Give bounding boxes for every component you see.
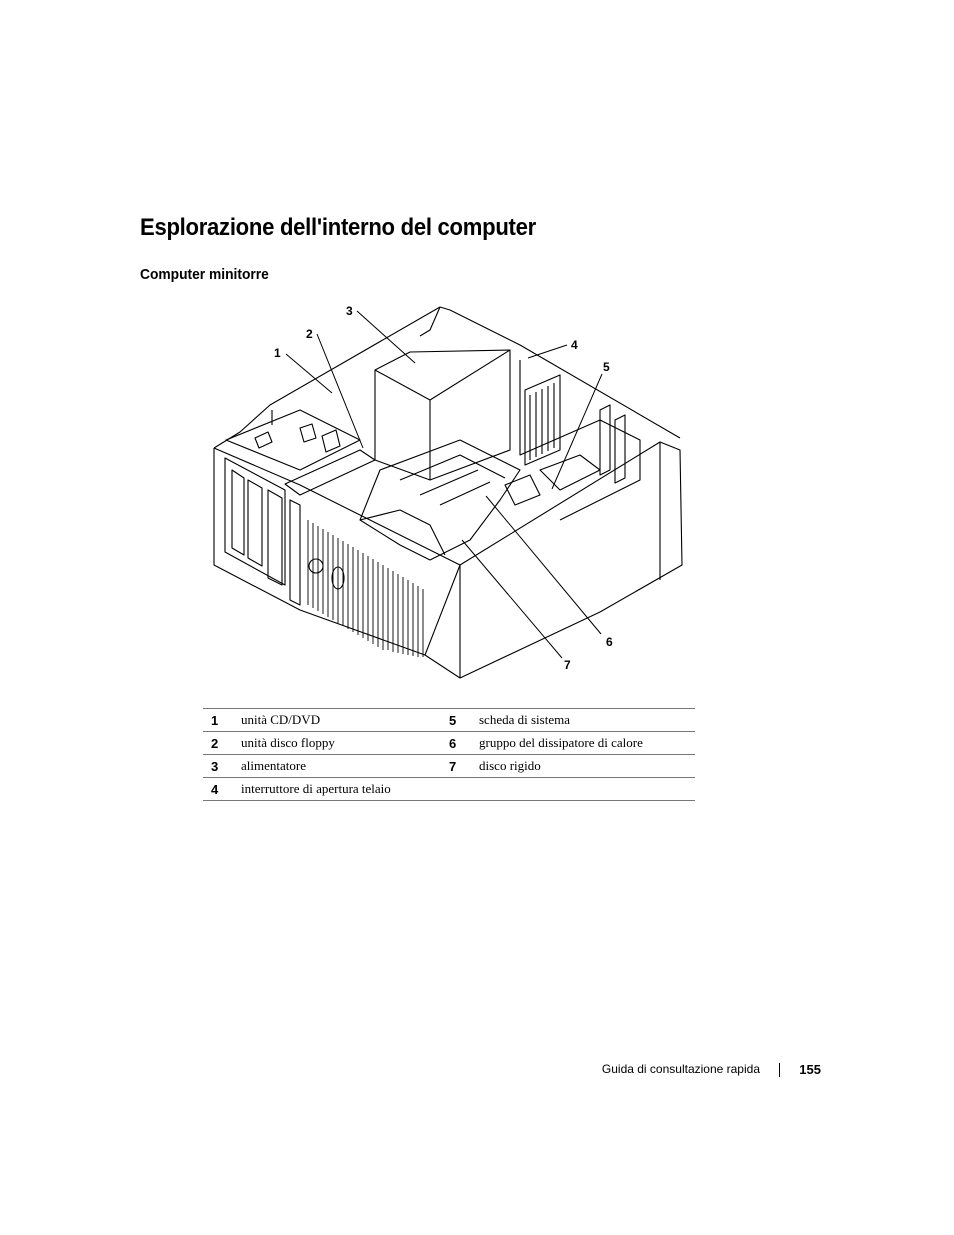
legend-table: 1 unità CD/DVD 5 scheda di sistema 2 uni… (203, 708, 695, 801)
legend-label: interruttore di apertura telaio (241, 777, 441, 801)
legend-row: 3 alimentatore 7 disco rigido (203, 754, 695, 778)
legend-number (441, 777, 479, 801)
minitower-drawing: 1 2 3 4 5 6 7 (213, 304, 683, 679)
page-number: 155 (799, 1062, 821, 1077)
page-footer: Guida di consultazione rapida 155 (560, 1062, 822, 1080)
legend-row: 4 interruttore di apertura telaio (203, 777, 695, 801)
legend-label: unità disco floppy (241, 731, 441, 755)
callout-6: 6 (606, 635, 613, 649)
callout-4: 4 (571, 338, 578, 352)
legend-number: 7 (441, 754, 479, 778)
callout-5: 5 (603, 360, 610, 374)
legend-label: alimentatore (241, 754, 441, 778)
legend-number: 1 (203, 708, 241, 732)
legend-label: gruppo del dissipatore di calore (479, 731, 695, 755)
legend-number: 5 (441, 708, 479, 732)
legend-label: unità CD/DVD (241, 708, 441, 732)
legend-number: 4 (203, 777, 241, 801)
legend-number: 2 (203, 731, 241, 755)
page-title: Esplorazione dell'interno del computer (140, 214, 536, 241)
footer-guide-title: Guida di consultazione rapida (601, 1062, 760, 1076)
footer-separator (779, 1063, 780, 1077)
legend-row: 1 unità CD/DVD 5 scheda di sistema (203, 708, 695, 732)
legend-row: 2 unità disco floppy 6 gruppo del dissip… (203, 731, 695, 755)
legend-label (479, 777, 695, 801)
legend-label: disco rigido (479, 754, 695, 778)
computer-interior-illustration: 1 2 3 4 5 6 7 (200, 295, 700, 680)
legend-number: 3 (203, 754, 241, 778)
legend-number: 6 (441, 731, 479, 755)
callout-3: 3 (346, 304, 353, 318)
callout-1: 1 (274, 346, 281, 360)
callout-2: 2 (306, 327, 313, 341)
legend-label: scheda di sistema (479, 708, 695, 732)
section-subtitle: Computer minitorre (140, 266, 269, 283)
callout-7: 7 (564, 658, 571, 672)
